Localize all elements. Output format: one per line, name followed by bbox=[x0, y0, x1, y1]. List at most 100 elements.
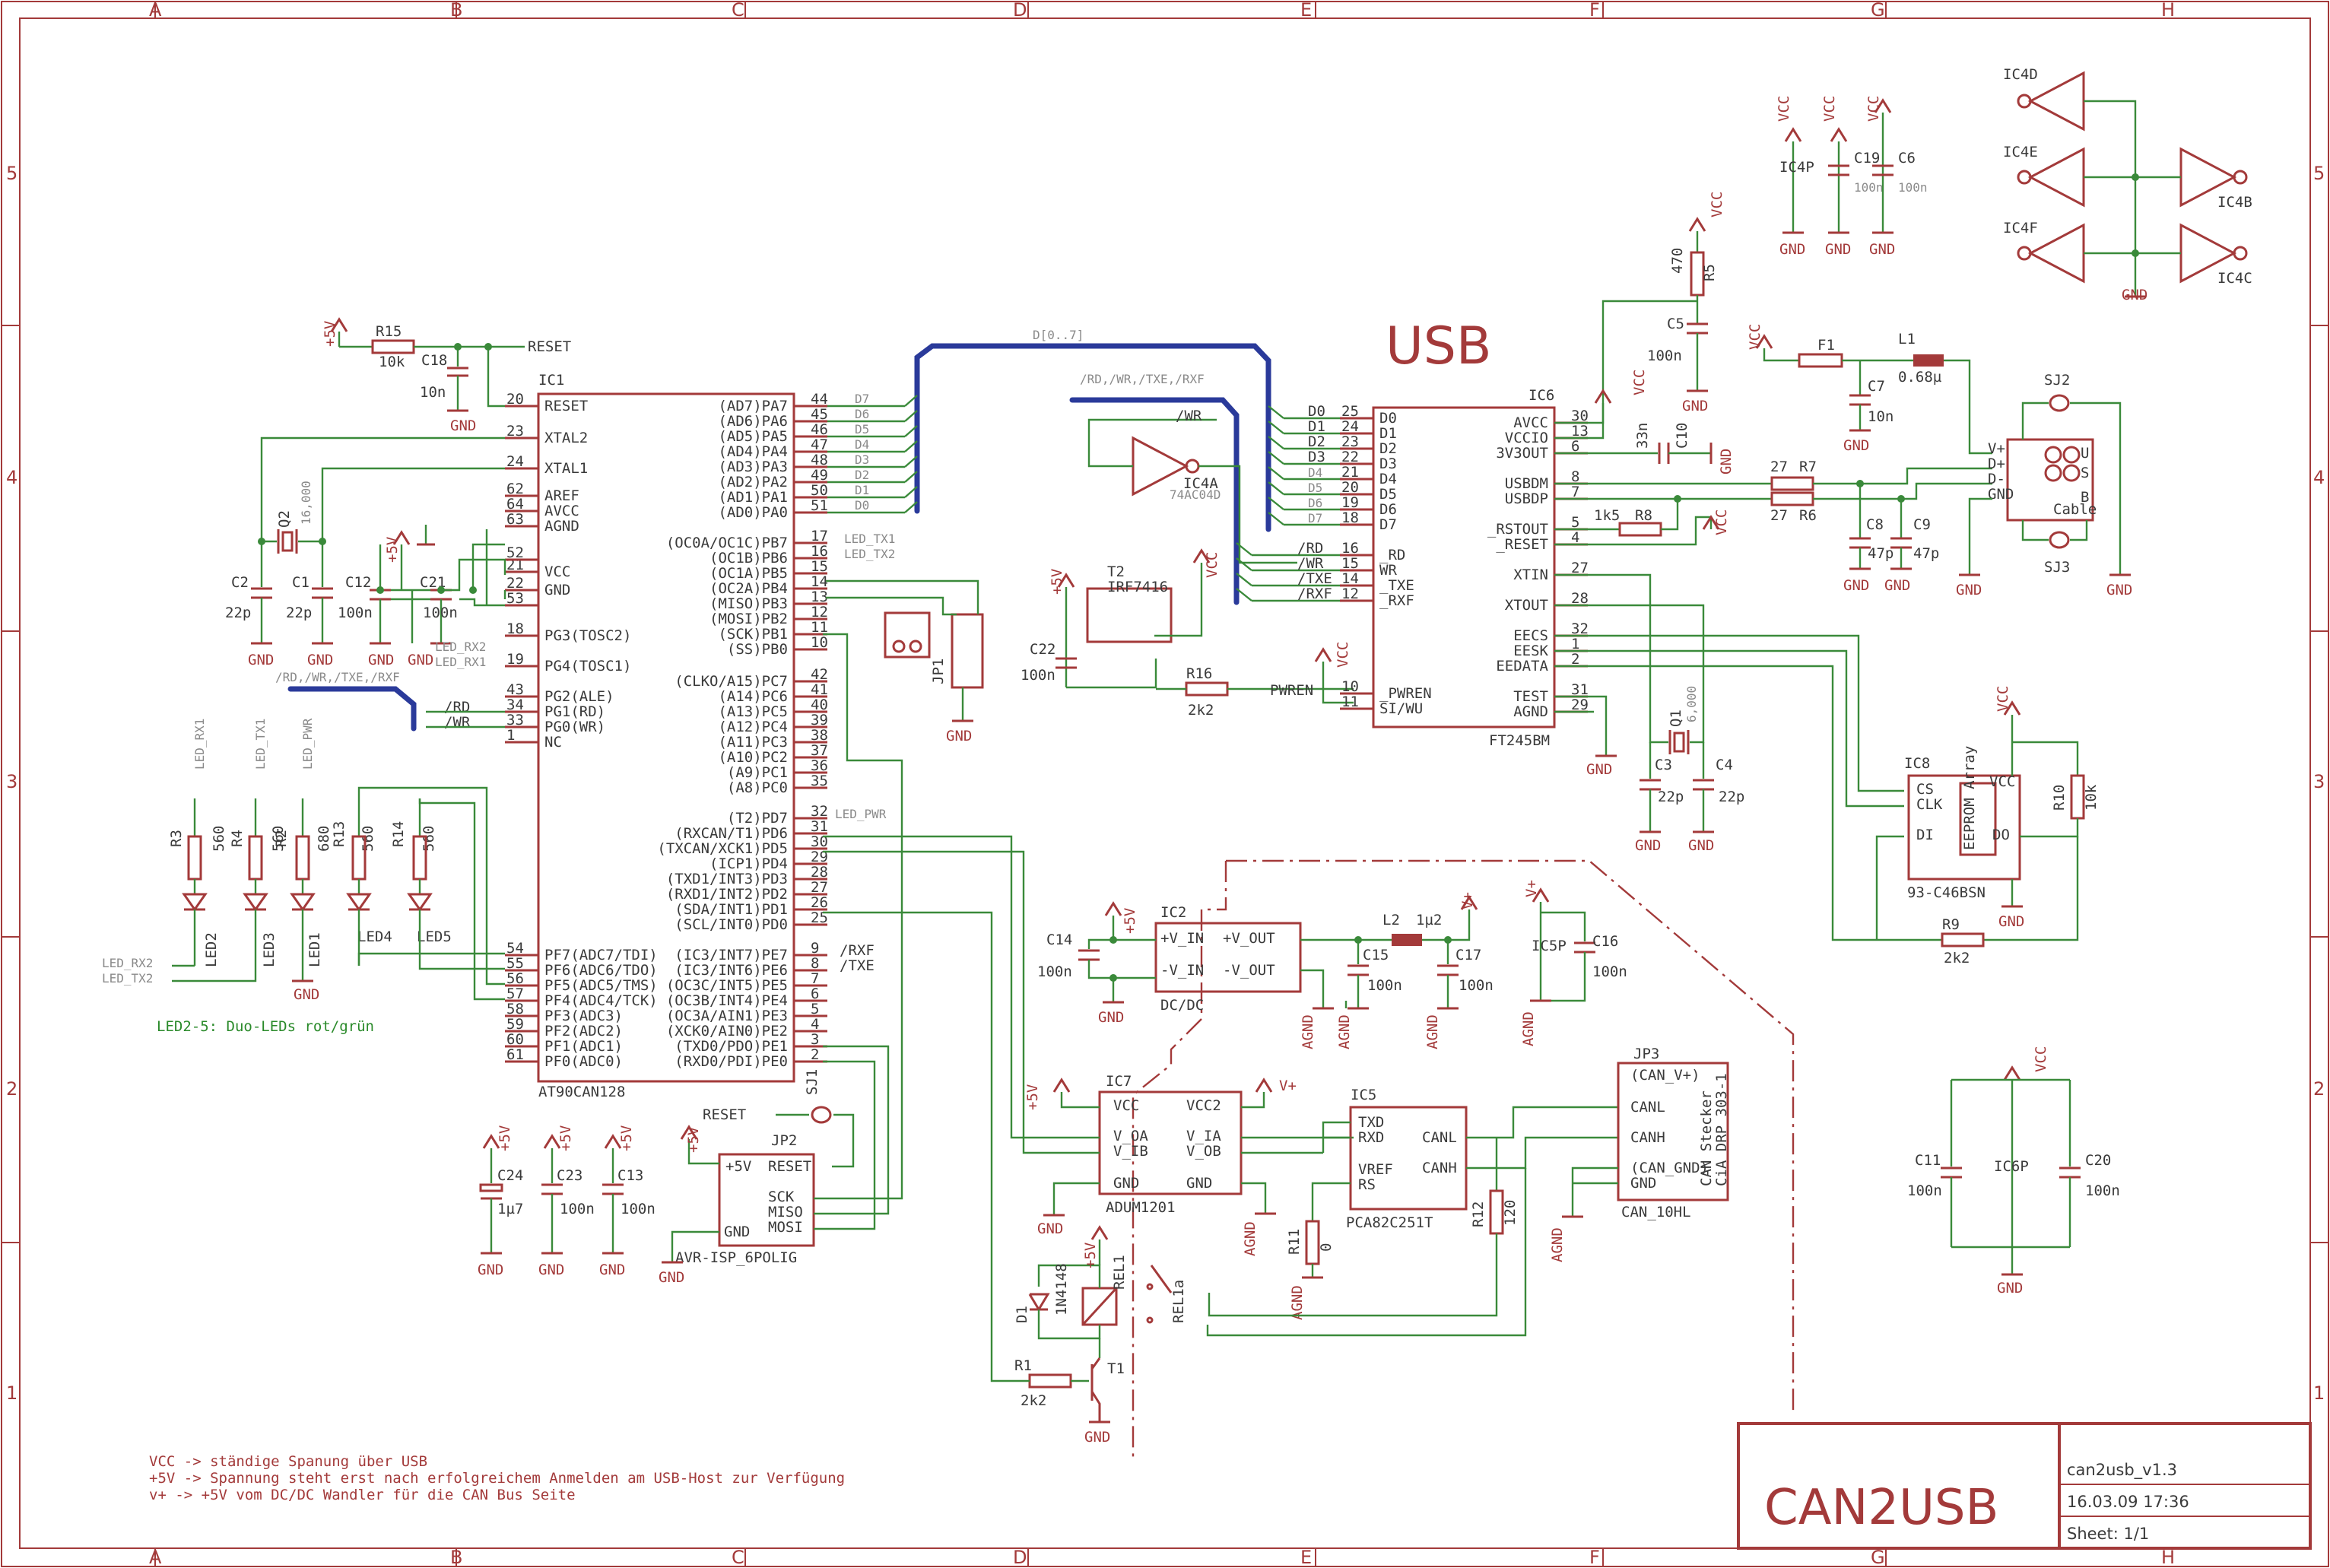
svg-text:59: 59 bbox=[506, 1016, 524, 1033]
svg-text:20: 20 bbox=[506, 391, 524, 408]
svg-text:10n: 10n bbox=[420, 384, 446, 401]
svg-text:AGND: AGND bbox=[1549, 1227, 1566, 1262]
col-label: H bbox=[2161, 0, 2175, 21]
svg-text:EECS: EECS bbox=[1513, 627, 1548, 644]
svg-text:NC: NC bbox=[544, 734, 562, 751]
svg-text:GND: GND bbox=[2122, 287, 2147, 303]
row-label: 5 bbox=[2313, 163, 2325, 184]
svg-text:S: S bbox=[2081, 465, 2089, 481]
svg-text:GND: GND bbox=[1186, 1175, 1212, 1192]
svg-text:C12: C12 bbox=[345, 574, 371, 591]
svg-text:100n: 100n bbox=[338, 605, 373, 621]
svg-text:24: 24 bbox=[506, 453, 524, 470]
svg-text:(A10)PC2: (A10)PC2 bbox=[718, 749, 788, 766]
svg-text:VCC: VCC bbox=[2033, 1046, 2049, 1072]
svg-text:100n: 100n bbox=[1367, 977, 1402, 994]
svg-text:100n: 100n bbox=[1647, 348, 1682, 364]
svg-text:GND: GND bbox=[368, 652, 394, 668]
svg-text:40: 40 bbox=[811, 697, 828, 713]
svg-text:100n: 100n bbox=[1021, 667, 1055, 684]
svg-text:R14: R14 bbox=[390, 821, 407, 847]
svg-text:C10: C10 bbox=[1674, 423, 1690, 449]
svg-text:GND: GND bbox=[1682, 398, 1708, 414]
pin: 10_PWREN bbox=[1340, 678, 1432, 702]
svg-text:31: 31 bbox=[1571, 681, 1589, 698]
svg-text:55: 55 bbox=[506, 955, 524, 972]
svg-text:1µ7: 1µ7 bbox=[497, 1201, 523, 1217]
svg-text:D6: D6 bbox=[1308, 496, 1322, 510]
svg-text:GND: GND bbox=[2106, 582, 2132, 598]
svg-text:100n: 100n bbox=[1459, 977, 1494, 994]
pin: 12_RXF/RXF bbox=[1236, 586, 1414, 609]
svg-text:25: 25 bbox=[811, 909, 828, 926]
svg-text:C16: C16 bbox=[1592, 933, 1618, 950]
svg-text:U: U bbox=[2081, 445, 2089, 462]
svg-text:R1: R1 bbox=[1014, 1357, 1032, 1374]
pin: 10(SS)PB0 bbox=[727, 634, 828, 658]
svg-text:/RD: /RD bbox=[1297, 540, 1323, 557]
svg-text:SCK: SCK bbox=[768, 1189, 795, 1205]
svg-text:AT90CAN128: AT90CAN128 bbox=[538, 1084, 625, 1100]
svg-text:(OC3B/INT4)PE4: (OC3B/INT4)PE4 bbox=[666, 992, 788, 1009]
svg-text:+5V: +5V bbox=[685, 1127, 702, 1153]
svg-text:V_IB: V_IB bbox=[1113, 1143, 1148, 1160]
svg-text:/WR: /WR bbox=[444, 714, 471, 731]
svg-text:GND: GND bbox=[1843, 437, 1869, 454]
svg-text:R12: R12 bbox=[1470, 1201, 1487, 1227]
pin: 13(MISO)PB3 bbox=[709, 589, 828, 612]
svg-text:PG2(ALE): PG2(ALE) bbox=[544, 688, 614, 705]
svg-text:IC5P: IC5P bbox=[1532, 938, 1567, 954]
col-label: F bbox=[1589, 0, 1600, 21]
bus-ctrl-label: /RD,/WR,/TXE,/RXF bbox=[1080, 372, 1205, 386]
svg-text:LED2: LED2 bbox=[203, 932, 220, 967]
svg-text:R3: R3 bbox=[168, 830, 185, 847]
svg-text:PF3(ADC3): PF3(ADC3) bbox=[544, 1008, 623, 1024]
svg-text:51: 51 bbox=[811, 497, 828, 514]
svg-text:/RXF: /RXF bbox=[1297, 586, 1332, 602]
svg-text:PF0(ADC0): PF0(ADC0) bbox=[544, 1053, 623, 1070]
svg-text:C17: C17 bbox=[1455, 947, 1481, 963]
svg-text:D1: D1 bbox=[855, 483, 869, 497]
ic2-dcdc: +V_IN -V_IN +V_OUT -V_OUT IC2 DC/DC +5V … bbox=[1037, 892, 1494, 1049]
svg-text:(SDA/INT1)PD1: (SDA/INT1)PD1 bbox=[675, 901, 788, 918]
svg-text:C13: C13 bbox=[617, 1167, 643, 1184]
svg-text:14: 14 bbox=[811, 573, 828, 590]
svg-text:VREF: VREF bbox=[1358, 1161, 1393, 1178]
svg-text:31: 31 bbox=[811, 818, 828, 835]
svg-text:V_OA: V_OA bbox=[1113, 1128, 1148, 1144]
svg-text:(CAN_V+): (CAN_V+) bbox=[1630, 1067, 1700, 1084]
net-reset-label: RESET bbox=[528, 338, 571, 355]
svg-text:27: 27 bbox=[1770, 459, 1788, 475]
svg-text:D2: D2 bbox=[1379, 440, 1397, 457]
pin: 29(ICP1)PD4 bbox=[709, 849, 828, 872]
svg-text:D1: D1 bbox=[1014, 1306, 1030, 1323]
pin: 28(TXD1/INT3)PD3 bbox=[666, 864, 828, 887]
svg-text:26: 26 bbox=[811, 894, 828, 911]
svg-text:CANL: CANL bbox=[1422, 1129, 1457, 1146]
svg-text:V+: V+ bbox=[1988, 440, 2005, 457]
svg-text:XTAL2: XTAL2 bbox=[544, 430, 588, 446]
svg-text:22: 22 bbox=[506, 575, 524, 592]
svg-text:(OC0A/OC1C)PB7: (OC0A/OC1C)PB7 bbox=[666, 535, 788, 551]
svg-text:(IC3/INT7)PE7: (IC3/INT7)PE7 bbox=[675, 947, 788, 963]
svg-text:-V_OUT: -V_OUT bbox=[1223, 962, 1275, 979]
svg-text:56: 56 bbox=[506, 970, 524, 987]
svg-text:29: 29 bbox=[811, 849, 828, 865]
col-label: E bbox=[1300, 1547, 1312, 1568]
svg-text:2: 2 bbox=[811, 1046, 819, 1063]
col-label: C bbox=[732, 0, 744, 21]
svg-text:(AD2)PA2: (AD2)PA2 bbox=[718, 474, 788, 490]
svg-text:+5V: +5V bbox=[557, 1125, 574, 1151]
svg-text:GND: GND bbox=[544, 582, 570, 598]
jp3-can-connector: (CAN_V+) CANL CANH (CAN_GND) GND JP3 CAN… bbox=[1549, 1046, 1730, 1262]
svg-text:C7: C7 bbox=[1868, 378, 1885, 395]
svg-text:D4: D4 bbox=[855, 437, 869, 452]
svg-text:V+: V+ bbox=[1459, 892, 1476, 909]
